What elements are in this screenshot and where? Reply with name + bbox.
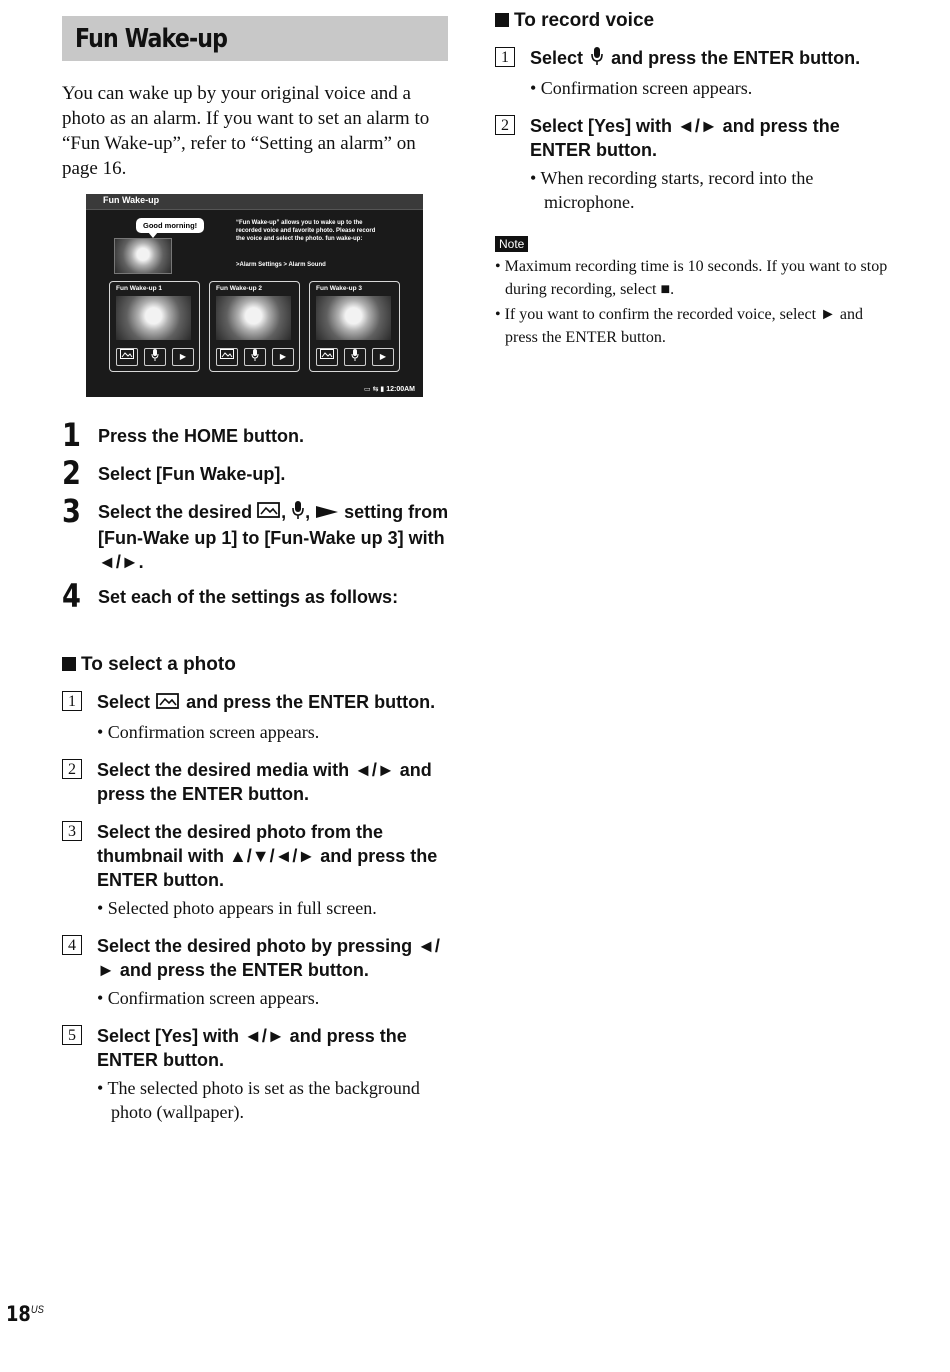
note-item-1: • Maximum recording time is 10 seconds. … <box>495 258 888 299</box>
note-item-2: • If you want to confirm the recorded vo… <box>495 306 863 347</box>
square-bullet-icon <box>62 657 76 672</box>
photo-substep-4: 4 Select the desired photo by pressing ◄… <box>62 934 452 1010</box>
photo-icon <box>155 692 181 716</box>
substep-number: 2 <box>495 115 515 136</box>
step-number: 2 <box>62 454 81 492</box>
substep-text: Select and press the ENTER button. <box>530 46 890 72</box>
screen-illustration: Fun Wake-up Good morning! “Fun Wake-up” … <box>86 194 423 397</box>
substep-number: 2 <box>62 758 82 779</box>
substep-number: 3 <box>62 820 82 841</box>
step-number: 1 <box>62 416 81 454</box>
step-text: Select the desired , , setting from [Fun… <box>98 500 449 573</box>
card-label: Fun Wake-up 3 <box>316 285 362 292</box>
battery-icon: ▮ <box>380 386 385 393</box>
play-icon: ▶ <box>172 348 194 366</box>
step-number: 3 <box>62 492 81 530</box>
photo-icon <box>216 348 238 366</box>
step-2: 2 Select [Fun Wake-up]. <box>62 457 452 489</box>
substep-text-part-b: and press the ENTER button. <box>186 692 436 713</box>
card-label: Fun Wake-up 1 <box>116 285 162 292</box>
substep-number: 5 <box>62 1024 82 1045</box>
microphone-icon <box>344 348 366 366</box>
card-photo <box>316 296 391 340</box>
photo-icon <box>116 348 138 366</box>
fun-wakeup-card-2: Fun Wake-up 2 ▶ <box>209 281 300 372</box>
substep-note: • The selected photo is set as the backg… <box>97 1077 420 1122</box>
substep-note: • Confirmation screen appears. <box>97 721 320 742</box>
note-label: Note <box>495 236 529 253</box>
screen-status: ▭ ⇆ ▮ 12:00AM <box>364 385 415 393</box>
page-number-value: 18 <box>6 1302 31 1326</box>
photo-icon <box>257 501 281 525</box>
connection-icon: ⇆ <box>372 386 379 393</box>
play-icon: ▶ <box>272 348 294 366</box>
screen-settings-path: >Alarm Settings > Alarm Sound <box>236 262 326 268</box>
substep-number: 1 <box>495 47 515 67</box>
section-title: Fun Wake-up <box>75 23 228 54</box>
card-photo <box>216 296 291 340</box>
voice-substep-2: 2 Select [Yes] with ◄/► and press the EN… <box>495 114 890 214</box>
main-steps: 1 Press the HOME button. 2 Select [Fun W… <box>62 419 452 612</box>
intro-paragraph: You can wake up by your original voice a… <box>62 83 430 179</box>
microphone-icon <box>244 348 266 366</box>
photo-icon <box>316 348 338 366</box>
microphone-icon <box>588 46 606 72</box>
play-icon: ▶ <box>372 348 394 366</box>
substep-note: • Confirmation screen appears. <box>97 987 320 1008</box>
fun-wakeup-card-3: Fun Wake-up 3 ▶ <box>309 281 400 372</box>
step-text: Press the HOME button. <box>98 426 305 446</box>
step-text: Select [Fun Wake-up]. <box>98 464 286 484</box>
photo-section-heading: To select a photo <box>62 654 452 676</box>
step-3: 3 Select the desired , , setting from [F… <box>62 495 452 574</box>
substep-text: Select the desired photo from the thumbn… <box>97 821 438 890</box>
substep-note: • Selected photo appears in full screen. <box>97 897 377 918</box>
speech-bubble: Good morning! <box>136 218 205 238</box>
clock-time: 12:00AM <box>386 386 415 393</box>
page-region-suffix: US <box>30 1304 44 1316</box>
step-number: 4 <box>62 577 81 616</box>
left-column: Fun Wake-up You can wake up by your orig… <box>62 16 452 1124</box>
substep-text: Select [Yes] with ◄/► and press the ENTE… <box>530 116 840 161</box>
step-1: 1 Press the HOME button. <box>62 419 452 451</box>
substep-number: 1 <box>62 691 82 712</box>
substep-text: Select the desired photo by pressing ◄/►… <box>97 935 440 980</box>
screen-description: “Fun Wake-up” allows you to wake up to t… <box>236 220 376 242</box>
step-text-part-a: Select the desired <box>98 502 253 522</box>
substep-text-part-a: Select <box>530 48 584 68</box>
memory-card-icon: ▭ <box>363 386 371 393</box>
step-4: 4 Set each of the settings as follows: <box>62 580 452 612</box>
photo-substep-5: 5 Select [Yes] with ◄/► and press the EN… <box>62 1024 452 1124</box>
substep-text-part-a: Select <box>97 692 151 713</box>
substep-text: Select and press the ENTER button. <box>97 690 452 715</box>
right-column: To record voice 1 Select and press the E… <box>495 10 890 349</box>
section-title-box: Fun Wake-up <box>62 16 448 61</box>
microphone-icon <box>291 500 305 526</box>
substep-number: 4 <box>62 934 82 955</box>
photo-substep-2: 2 Select the desired media with ◄/► and … <box>62 758 452 806</box>
play-icon <box>315 501 339 525</box>
microphone-icon <box>144 348 166 366</box>
substep-note: • Confirmation screen appears. <box>530 78 753 99</box>
card-photo <box>116 296 191 340</box>
voice-substep-1: 1 Select and press the ENTER button. • C… <box>495 46 890 100</box>
square-bullet-icon <box>495 13 509 27</box>
heading-text: To select a photo <box>81 654 236 676</box>
step-text-part-b: setting from [Fun-Wake up 1] to [Fun-Wak… <box>98 502 449 573</box>
page-number: 18US <box>6 1302 44 1326</box>
fun-wakeup-card-1: Fun Wake-up 1 ▶ <box>109 281 200 372</box>
photo-substep-1: 1 Select and press the ENTER button. • C… <box>62 690 452 743</box>
screen-header-bar: Fun Wake-up <box>86 194 423 210</box>
substep-text: Select the desired media with ◄/► and pr… <box>97 759 432 804</box>
substep-text: Select [Yes] with ◄/► and press the ENTE… <box>97 1025 407 1070</box>
screen-header-title: Fun Wake-up <box>103 195 160 205</box>
photo-substep-3: 3 Select the desired photo from the thum… <box>62 820 452 920</box>
step-text: Set each of the settings as follows: <box>98 587 399 608</box>
heading-text: To record voice <box>514 10 655 31</box>
substep-text-part-b: and press the ENTER button. <box>611 48 861 68</box>
substep-note: • When recording starts, record into the… <box>530 168 814 213</box>
card-label: Fun Wake-up 2 <box>216 285 262 292</box>
preview-photo <box>114 238 172 274</box>
voice-section-heading: To record voice <box>495 10 890 32</box>
